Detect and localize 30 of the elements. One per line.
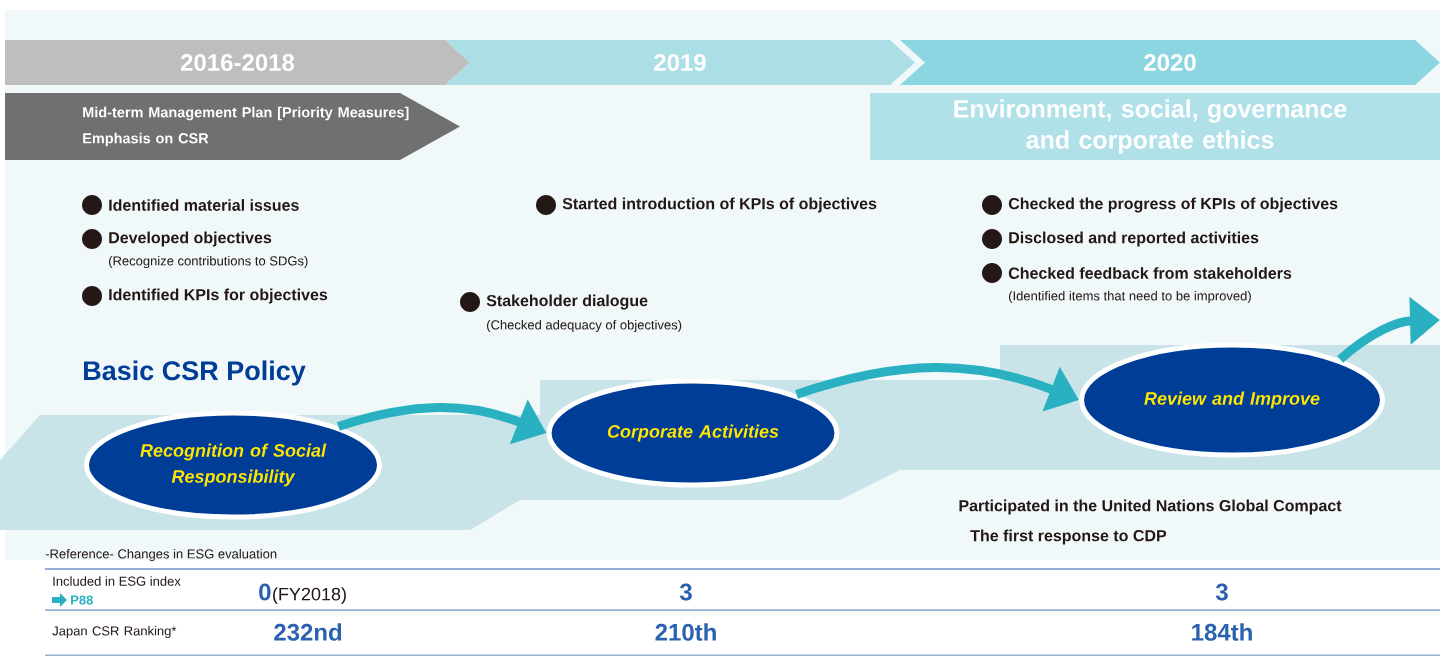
bullet-item: Identified material issues bbox=[109, 199, 299, 211]
table-value: 184th bbox=[1192, 623, 1252, 641]
note-text: (Identified items that need to be improved) bbox=[1009, 290, 1251, 304]
table-value: (FY2018) bbox=[273, 587, 346, 604]
table-value: 232nd bbox=[274, 623, 342, 641]
note-text: Participated in the United Nations Global Compact bbox=[959, 499, 1342, 515]
bullet-item: Developed objectives bbox=[109, 231, 272, 247]
bullet-item: Stakeholder dialogue bbox=[486, 294, 648, 310]
table-value: 210th bbox=[655, 623, 716, 641]
note-text: (Checked adequacy of objectives) bbox=[487, 319, 682, 333]
bullet-item: Disclosed and reported activities bbox=[1009, 231, 1259, 247]
row-header: Japan CSR Ranking* bbox=[52, 625, 177, 639]
year-band: 2019 bbox=[445, 40, 915, 85]
table-value: 0 bbox=[259, 583, 271, 601]
bullet-item: Started introduction of KPIs of objectives bbox=[562, 197, 877, 213]
table-value: 3 bbox=[1215, 583, 1228, 601]
year-band: 2020 bbox=[900, 40, 1440, 85]
bullet-item: Checked feedback from stakeholders bbox=[1008, 267, 1292, 279]
year-band: 2016-2018 bbox=[5, 40, 470, 85]
table-caption: -Reference- Changes in ESG evaluation bbox=[45, 548, 277, 562]
bullet-item: Checked the progress of KPIs of objectives bbox=[1008, 197, 1338, 213]
plan-banner: Mid-term Management Plan [Priority Measures] Emphasis on CSR bbox=[5, 93, 460, 160]
note-text: The first response to CDP bbox=[970, 529, 1167, 545]
note-text: (Recognize contributions to SDGs) bbox=[109, 255, 308, 269]
bullet-item: Identified KPIs for objectives bbox=[109, 288, 328, 304]
table-value: 3 bbox=[679, 583, 692, 601]
page-link: P88 bbox=[71, 595, 93, 605]
row-header: Included in ESG index bbox=[53, 576, 181, 586]
heading-text: Basic CSR Policy bbox=[84, 360, 306, 386]
theme-banner: Environment, social, governance and corporate ethics bbox=[870, 93, 1440, 160]
